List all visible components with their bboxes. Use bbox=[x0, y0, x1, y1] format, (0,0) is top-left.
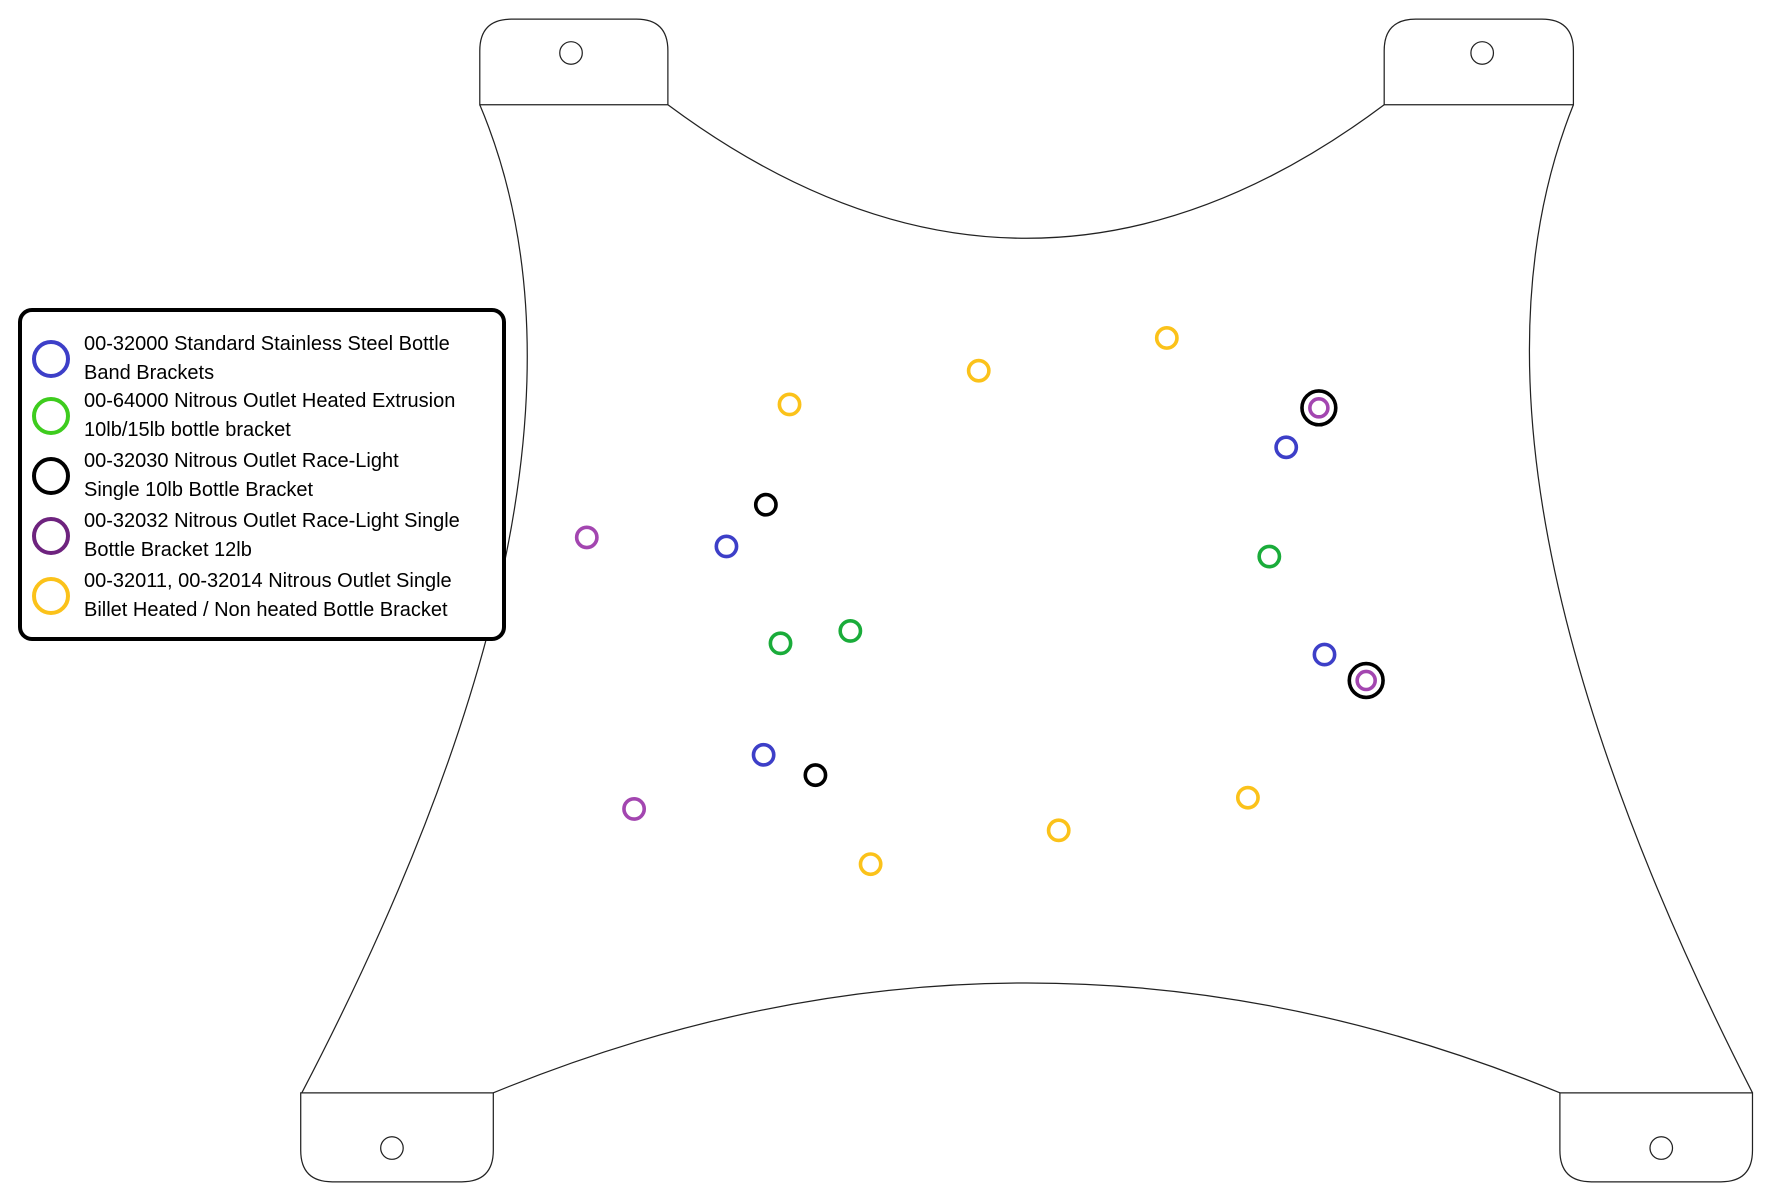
marker-green bbox=[838, 618, 863, 643]
legend-text: 00-32032 Nitrous Outlet Race-Light Singl… bbox=[84, 510, 460, 532]
marker-purple bbox=[1308, 397, 1330, 419]
marker-yellow bbox=[777, 392, 802, 417]
marker-black bbox=[1300, 389, 1338, 427]
marker-yellow bbox=[1154, 326, 1179, 350]
marker-green bbox=[1257, 544, 1282, 569]
legend-text: Band Brackets bbox=[84, 362, 215, 384]
marker-purple bbox=[1355, 669, 1377, 692]
legend-text: 00-32011, 00-32014 Nitrous Outlet Single bbox=[84, 570, 452, 592]
purple-circle-icon bbox=[32, 517, 70, 555]
marker-yellow bbox=[966, 358, 991, 383]
black-circle-icon bbox=[32, 457, 70, 495]
marker-black bbox=[753, 492, 778, 517]
mount-hole bbox=[380, 1136, 404, 1160]
mount-hole bbox=[559, 41, 583, 65]
legend-item-green: 00-64000 Nitrous Outlet Heated Extrusion… bbox=[32, 387, 504, 445]
legend: 00-32000 Standard Stainless Steel Bottle… bbox=[18, 308, 506, 641]
marker-purple bbox=[574, 525, 599, 550]
legend-text: Single 10lb Bottle Bracket bbox=[84, 479, 314, 501]
marker-yellow bbox=[858, 852, 883, 877]
marker-blue bbox=[751, 742, 776, 767]
blue-circle-icon bbox=[32, 340, 70, 378]
marker-black bbox=[1347, 661, 1385, 700]
legend-text: 00-32030 Nitrous Outlet Race-Light bbox=[84, 450, 399, 472]
marker-purple bbox=[622, 796, 647, 821]
legend-text: Billet Heated / Non heated Bottle Bracke… bbox=[84, 599, 448, 621]
legend-text: 00-32000 Standard Stainless Steel Bottle bbox=[84, 333, 450, 355]
marker-yellow bbox=[1235, 785, 1260, 810]
mount-hole bbox=[1649, 1136, 1674, 1160]
green-circle-icon bbox=[32, 397, 70, 435]
marker-blue bbox=[1312, 642, 1337, 667]
marker-black bbox=[803, 763, 828, 788]
marker-yellow bbox=[1046, 818, 1071, 843]
yellow-circle-icon bbox=[32, 577, 70, 615]
plate-outline bbox=[300, 18, 1754, 1183]
marker-green bbox=[768, 631, 793, 656]
legend-text: 00-64000 Nitrous Outlet Heated Extrusion bbox=[84, 390, 456, 412]
marker-blue bbox=[714, 534, 739, 559]
legend-item-purple: 00-32032 Nitrous Outlet Race-Light Singl… bbox=[32, 507, 504, 565]
mount-hole bbox=[1470, 41, 1495, 65]
markers bbox=[574, 326, 1385, 877]
legend-item-yellow: 00-32011, 00-32014 Nitrous Outlet Single… bbox=[32, 567, 504, 625]
marker-blue bbox=[1274, 435, 1299, 460]
legend-item-blue: 00-32000 Standard Stainless Steel Bottle… bbox=[32, 330, 504, 388]
legend-text: Bottle Bracket 12lb bbox=[84, 539, 252, 561]
legend-text: 10lb/15lb bottle bracket bbox=[84, 419, 291, 441]
